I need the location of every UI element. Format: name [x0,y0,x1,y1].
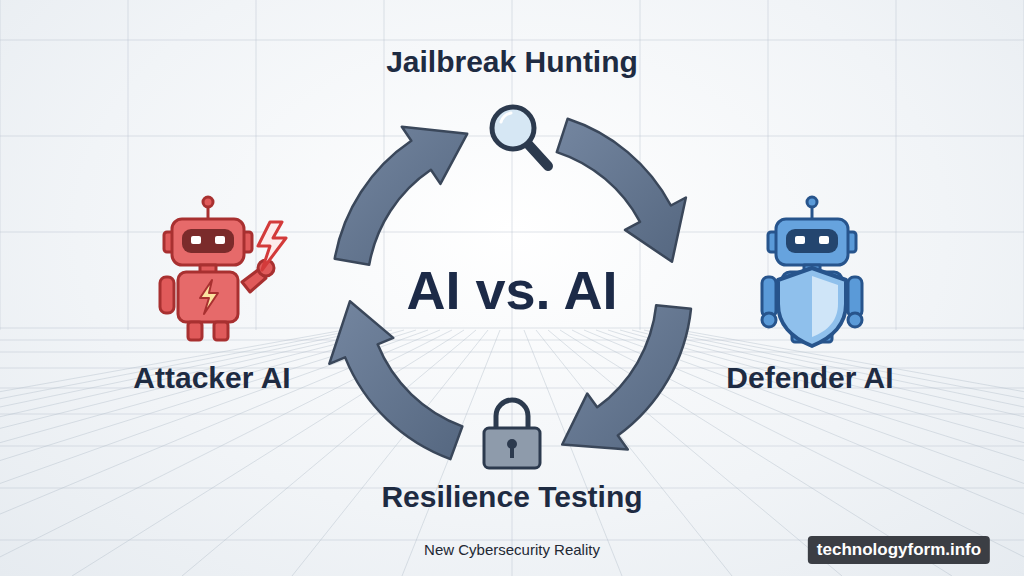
caption: New Cybersecurity Reality [424,541,600,558]
grid-line [644,330,1024,576]
cycle-arrow [335,127,468,265]
grid-line [0,232,1024,233]
grid-line [0,330,368,576]
center-heading: AI vs. AI [406,259,617,321]
grid-line [620,330,1024,576]
actor-label: Attacker AI [133,361,290,395]
stage-label: Jailbreak Hunting [386,45,638,79]
defender-robot [762,197,862,346]
magnifier-icon [492,107,548,166]
grid-line [72,330,464,576]
cycle-arrows [329,119,691,459]
grid-line [128,0,129,330]
cycle-arrow [557,119,686,262]
grid-line [0,330,392,576]
grid-line [896,0,897,330]
grid-line [680,330,1024,576]
grid-line [0,330,356,576]
grid-line [0,328,1024,329]
actor-label: Defender AI [726,361,893,395]
cycle-arrow [562,305,691,449]
cycle-arrow [329,301,462,459]
grid-line [668,330,1024,576]
grid-line [0,330,404,576]
stage-label: Resilience Testing [381,480,642,514]
grid-line [0,40,1024,41]
attacker-robot [160,197,286,340]
grid-line [0,330,344,576]
grid-line [656,330,1024,576]
grid-line [0,330,380,576]
lock-icon [484,400,540,468]
grid-line [0,0,1,330]
grid-line [632,330,1024,576]
watermark: technologyform.info [808,536,990,564]
